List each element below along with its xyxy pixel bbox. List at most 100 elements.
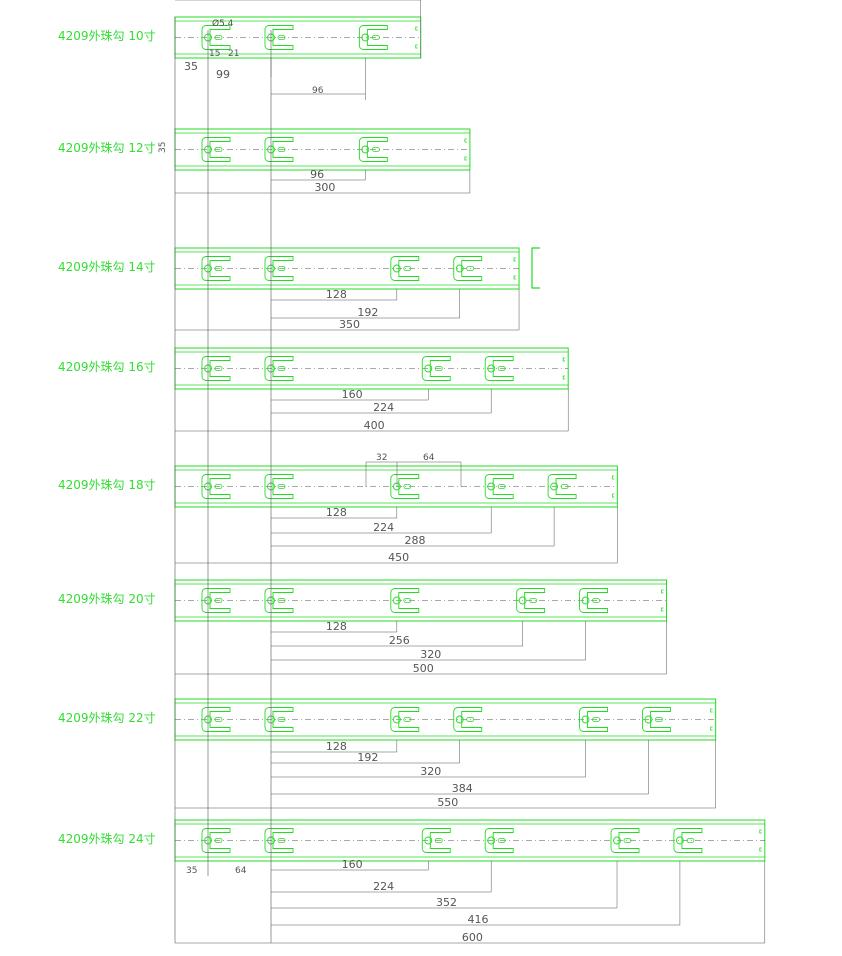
dim-label: 96: [312, 86, 324, 96]
dim-label: 192: [357, 306, 378, 319]
slot-hole: [277, 266, 286, 271]
slot-hole: [560, 484, 569, 489]
mount-bracket: [579, 707, 609, 732]
rail-label: 4209外珠勾 18寸: [58, 478, 156, 492]
slot-hole: [277, 717, 286, 722]
slot-hole: [214, 598, 223, 603]
dim-label: 400: [364, 419, 385, 432]
dim-label: 224: [373, 521, 394, 534]
dim-label: 128: [326, 506, 347, 519]
slot-hole: [686, 838, 695, 843]
slot-hole: [592, 598, 600, 603]
height-label: 35: [158, 142, 168, 153]
rail-end-notch: [759, 829, 762, 852]
slot-hole: [277, 838, 286, 843]
dim-label: 128: [326, 288, 347, 301]
rail-label: 4209外珠勾 22寸: [58, 711, 156, 725]
mount-hole: [675, 836, 684, 845]
mount-bracket: [358, 137, 388, 162]
mount-bracket: [421, 828, 451, 853]
mount-bracket: [201, 828, 231, 853]
mount-bracket: [610, 828, 640, 853]
rail-label: 4209外珠勾 16寸: [58, 360, 156, 374]
mount-bracket: [673, 828, 703, 853]
dim-label: 416: [467, 913, 488, 926]
dim-label: 288: [405, 534, 426, 547]
mount-bracket: [484, 474, 514, 499]
rail-end-notch: [562, 357, 566, 380]
dim-label: 320: [420, 765, 441, 778]
slot-hole: [403, 484, 412, 489]
mount-hole: [392, 264, 401, 273]
rail-end-notch: [661, 589, 664, 612]
mount-bracket: [390, 588, 420, 613]
slot-hole: [214, 366, 223, 371]
rail-label: 4209外珠勾 10寸: [58, 29, 156, 43]
dim-label: 99: [216, 68, 230, 81]
mount-bracket: [516, 588, 546, 613]
dim-label: 250: [290, 0, 311, 3]
slot-hole: [529, 598, 538, 603]
slot-hole: [277, 35, 286, 40]
dim-label: 352: [436, 896, 457, 909]
mount-bracket: [201, 356, 231, 381]
mount-hole: [518, 596, 527, 605]
dim-label: 500: [413, 662, 434, 675]
mount-hole: [487, 364, 496, 373]
offset-start-bottom-label: 35: [186, 866, 197, 876]
mount-bracket: [264, 256, 294, 281]
hole-diameter-label: Ø5.4: [212, 18, 234, 29]
rail-end-notch: [464, 138, 467, 161]
slot-hole: [214, 484, 223, 489]
mount-hole: [581, 596, 590, 605]
offset-start-label: 35: [184, 60, 198, 73]
dim-label: 350: [339, 318, 360, 331]
slot-hole: [623, 838, 632, 843]
slot-hole: [434, 366, 443, 371]
mount-hole: [392, 715, 401, 724]
dim-label: 160: [342, 388, 363, 401]
slot-hole: [497, 366, 506, 371]
slot-hole: [277, 366, 286, 371]
mount-bracket: [453, 256, 483, 281]
dim-label: 600: [462, 931, 483, 944]
slot-hole: [214, 838, 223, 843]
slot-hole: [434, 838, 443, 843]
mount-bracket: [201, 707, 231, 732]
mount-hole: [361, 33, 370, 42]
rail-end-notch: [710, 708, 713, 731]
dim-label: 160: [342, 858, 363, 871]
mount-hole: [455, 264, 464, 273]
rail-label: 4209外珠勾 20寸: [58, 592, 156, 606]
slot-hole: [403, 598, 412, 603]
slot-hole: [214, 266, 223, 271]
dim-label: 128: [326, 620, 347, 633]
slot-hole: [403, 717, 412, 722]
dim-label: 224: [373, 880, 394, 893]
dim-label: 384: [452, 782, 473, 795]
rail-end-notch: [415, 26, 418, 49]
slot-hole: [277, 147, 286, 152]
pitch-a-label: 15: [209, 49, 220, 59]
slot-hole: [592, 717, 600, 722]
mount-hole: [487, 836, 496, 845]
mount-hole: [581, 715, 590, 724]
mount-bracket: [484, 356, 514, 381]
slot-hole: [466, 717, 475, 722]
slot-hole: [655, 717, 663, 722]
mount-bracket: [484, 828, 514, 853]
mount-bracket: [201, 25, 231, 50]
dim-label: 300: [314, 181, 335, 194]
mount-hole: [424, 364, 433, 373]
mount-bracket: [264, 356, 294, 381]
slot-hole: [497, 484, 506, 489]
slot-hole: [277, 484, 286, 489]
mount-bracket: [201, 256, 231, 281]
mount-hole: [424, 836, 433, 845]
